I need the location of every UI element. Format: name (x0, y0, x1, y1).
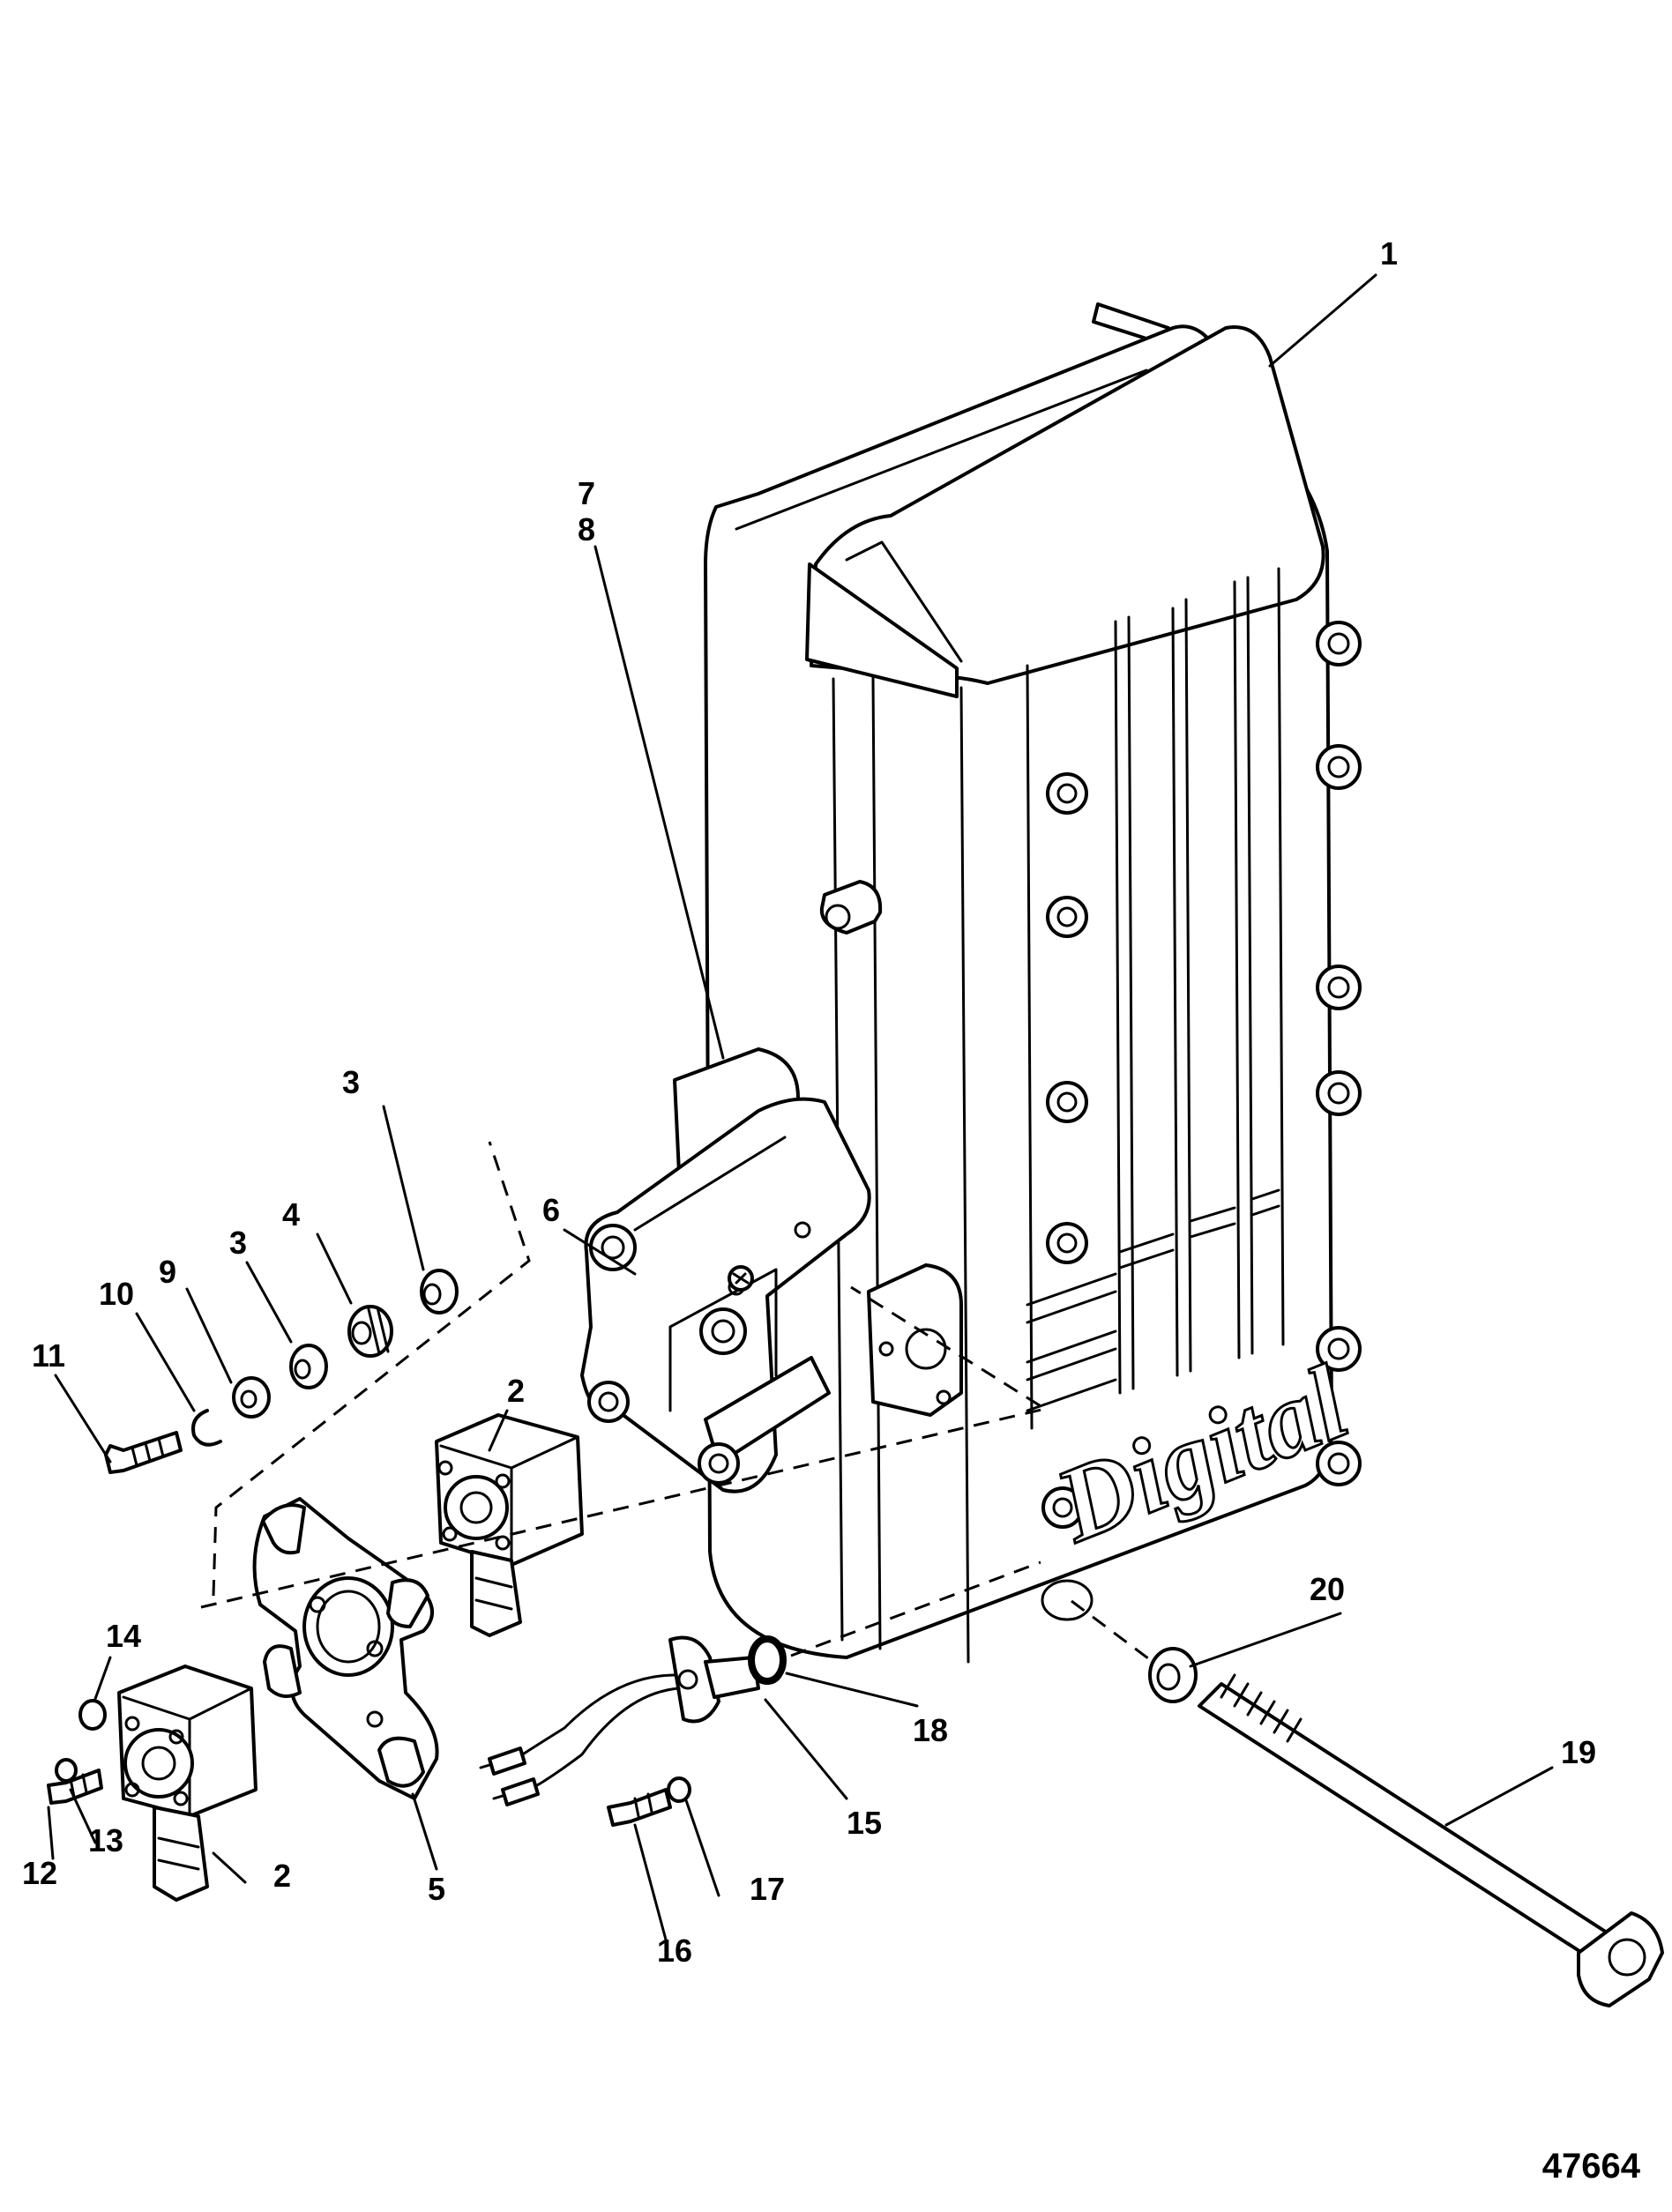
callout-1: 1 (1380, 235, 1398, 272)
bracket-screw (728, 1265, 754, 1292)
harness-screw (607, 1776, 691, 1827)
callout-12: 12 (22, 1855, 57, 1891)
sensor-lower (117, 1665, 258, 1902)
callout-20: 20 (1310, 1571, 1345, 1607)
callout-2-lower: 2 (273, 1858, 291, 1894)
wire-harness (479, 1635, 783, 1806)
callout-14: 14 (106, 1618, 141, 1654)
callout-9: 9 (159, 1254, 176, 1290)
callout-3-right: 3 (342, 1064, 360, 1100)
callout-7: 7 (578, 475, 595, 511)
callout-8: 8 (578, 511, 595, 547)
sensor-upper (435, 1413, 584, 1637)
callout-5: 5 (428, 1871, 445, 1907)
o-ring (748, 1635, 787, 1685)
callout-2-upper: 2 (507, 1373, 525, 1409)
callout-19: 19 (1561, 1734, 1596, 1770)
callout-17: 17 (750, 1871, 785, 1907)
callout-16: 16 (657, 1933, 692, 1969)
callout-18: 18 (913, 1712, 948, 1748)
grommet-stack (104, 1269, 459, 1474)
lower-screw-set (47, 1699, 107, 1805)
long-bolt (1198, 1673, 1664, 2007)
callout-11: 11 (32, 1337, 65, 1374)
callout-13: 13 (88, 1822, 123, 1858)
callout-15: 15 (847, 1805, 882, 1841)
callouts: 1 7 8 6 3 4 3 9 10 11 2 14 12 13 2 5 15 … (22, 235, 1596, 1969)
callout-10: 10 (99, 1276, 134, 1312)
main-housing: Digital (704, 302, 1364, 1664)
assembly-lines (200, 1141, 1156, 1665)
sensor-mount-plate (252, 1497, 439, 1800)
figure-number: 47664 (1542, 2147, 1641, 2186)
leader-lines (47, 273, 1554, 1941)
callout-3-left: 3 (229, 1225, 247, 1261)
callout-4: 4 (282, 1196, 300, 1233)
callout-6: 6 (542, 1192, 560, 1228)
bracket (580, 1047, 871, 1493)
washer (1148, 1647, 1198, 1703)
